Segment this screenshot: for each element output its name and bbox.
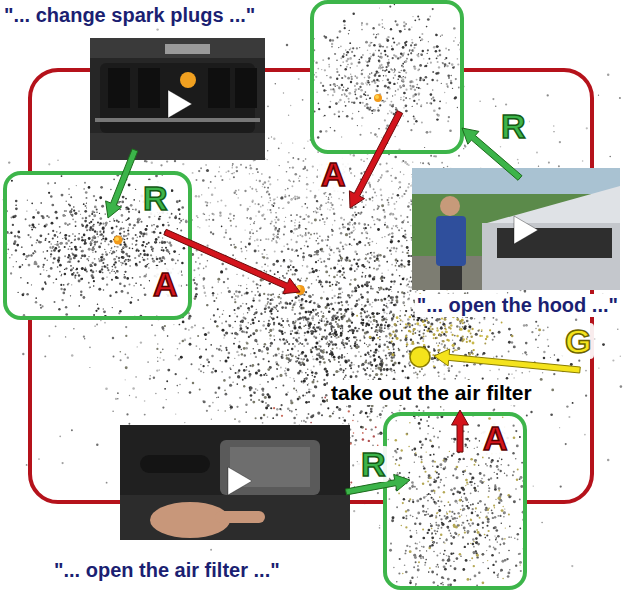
figure-stage: "... change spark plugs ...""... open th… <box>0 0 624 592</box>
